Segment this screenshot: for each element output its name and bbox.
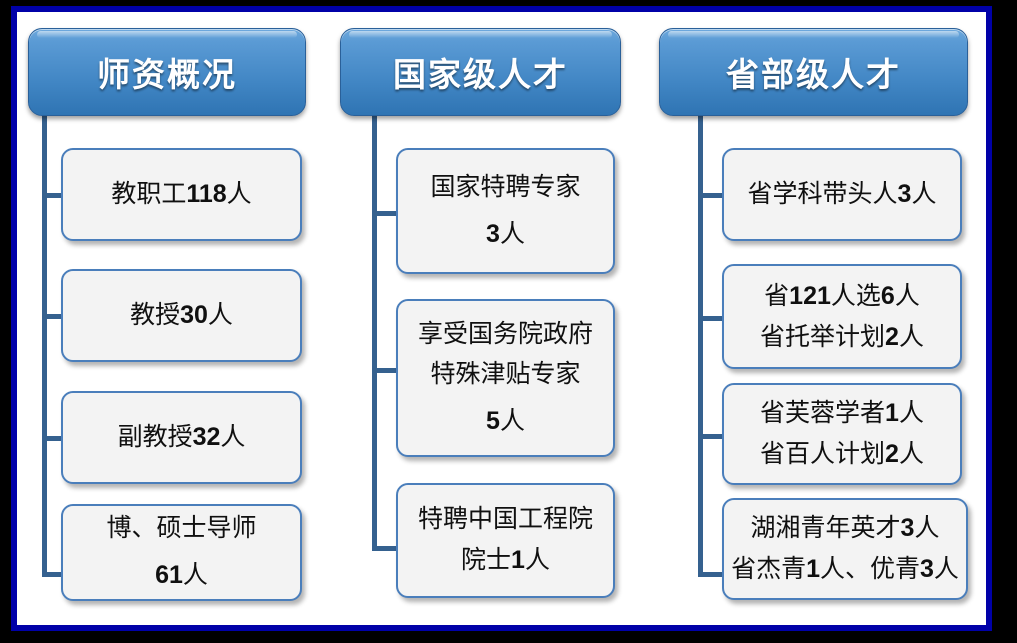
- node-line: 省芙蓉学者1人: [760, 399, 924, 427]
- node-box-national-expert[interactable]: 国家特聘专家 3人: [396, 148, 615, 274]
- node-line: 省托举计划2人: [760, 322, 924, 351]
- column-header-faculty-overview[interactable]: 师资概况: [28, 28, 306, 116]
- node-line: 5人: [486, 406, 525, 435]
- connector-branch-col2-3: [372, 546, 398, 551]
- node-line: 享受国务院政府: [417, 320, 593, 348]
- node-line: 副教授32人: [117, 423, 246, 451]
- connector-trunk-col1: [42, 115, 47, 577]
- connector-branch-col3-3: [698, 434, 724, 439]
- node-line: 院士1人: [461, 546, 550, 574]
- node-line: 省121人选6人: [764, 281, 920, 310]
- node-box-121-program[interactable]: 省121人选6人 省托举计划2人: [722, 264, 962, 369]
- node-line: 湖湘青年英才3人: [750, 514, 940, 542]
- node-box-state-council-allowance[interactable]: 享受国务院政府 特殊津贴专家 5人: [396, 299, 615, 457]
- connector-branch-col3-2: [698, 316, 724, 321]
- node-box-furong-scholar[interactable]: 省芙蓉学者1人 省百人计划2人: [722, 383, 962, 485]
- node-box-supervisors[interactable]: 博、硕士导师 61人: [61, 504, 302, 601]
- node-line: 省百人计划2人: [760, 440, 924, 468]
- connector-branch-col1-3: [42, 436, 64, 441]
- connector-branch-col1-1: [42, 193, 64, 198]
- node-line: 教授30人: [130, 301, 233, 329]
- node-line: 特聘中国工程院: [417, 506, 593, 533]
- node-box-cae-academician[interactable]: 特聘中国工程院 院士1人: [396, 483, 615, 598]
- node-line: 61人: [155, 561, 208, 589]
- node-line: 3人: [486, 219, 525, 248]
- connector-branch-col3-4: [698, 572, 724, 577]
- column-header-provincial-talent[interactable]: 省部级人才: [659, 28, 968, 116]
- node-line: 教职工118人: [111, 180, 252, 208]
- column-header-label: 省部级人才: [726, 56, 901, 93]
- node-line: 博、硕士导师: [106, 515, 257, 542]
- connector-branch-col3-1: [698, 193, 724, 198]
- node-box-faculty-staff[interactable]: 教职工118人: [61, 148, 302, 241]
- node-box-professor[interactable]: 教授30人: [61, 269, 302, 362]
- connector-branch-col2-1: [372, 211, 398, 216]
- node-box-associate-professor[interactable]: 副教授32人: [61, 391, 302, 484]
- column-header-label: 师资概况: [97, 56, 237, 93]
- connector-trunk-col3: [698, 115, 703, 577]
- node-line: 特殊津贴专家: [430, 360, 581, 388]
- connector-trunk-col2: [372, 115, 377, 551]
- connector-branch-col1-4: [42, 572, 64, 577]
- node-box-discipline-leader[interactable]: 省学科带头人3人: [722, 148, 962, 241]
- column-header-national-talent[interactable]: 国家级人才: [340, 28, 621, 116]
- connector-branch-col1-2: [42, 314, 64, 319]
- node-line: 省学科带头人3人: [747, 180, 937, 208]
- node-line: 国家特聘专家: [430, 173, 581, 201]
- connector-branch-col2-2: [372, 368, 398, 373]
- node-box-huxiang-youth[interactable]: 湖湘青年英才3人 省杰青1人、优青3人: [722, 498, 968, 600]
- node-line: 省杰青1人、优青3人: [731, 555, 959, 583]
- column-header-label: 国家级人才: [393, 56, 568, 93]
